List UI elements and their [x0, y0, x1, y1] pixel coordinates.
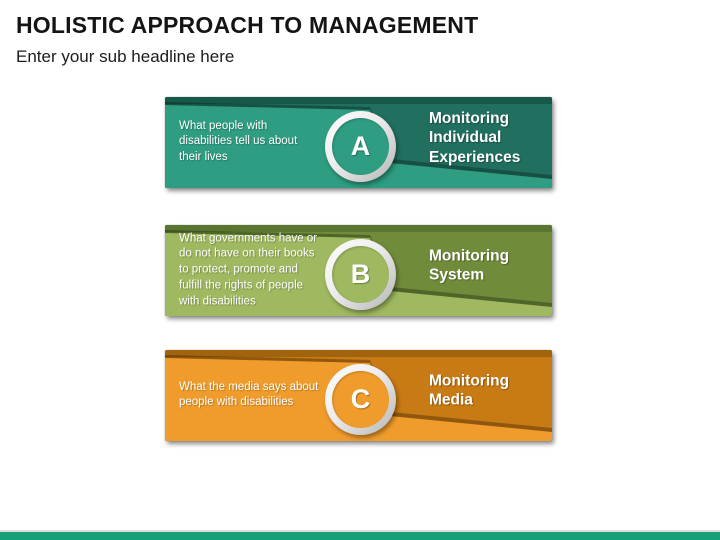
banner-heading: Monitoring System: [429, 247, 510, 284]
step-badge-inner: A: [332, 118, 389, 175]
step-letter: C: [350, 384, 371, 414]
banner-top-strip: [165, 97, 552, 104]
slide-title: HOLISTIC APPROACH TO MANAGEMENT: [16, 12, 479, 38]
banner-description: What the media says about people with di…: [179, 380, 319, 409]
banner-top-strip: [165, 350, 552, 357]
step-badge-inner: C: [332, 371, 389, 428]
banner-monitoring-individual-experiences: What people with disabilities tell us ab…: [165, 97, 552, 188]
banner-top-strip: [165, 225, 552, 232]
banner-monitoring-media: What the media says about people with di…: [165, 350, 552, 441]
step-letter: A: [350, 131, 371, 161]
footer-accent-bar: [0, 532, 720, 540]
banner-description: What governments have or do not have on …: [179, 231, 318, 308]
step-badge-c: C: [325, 364, 396, 435]
step-badge-a: A: [325, 111, 396, 182]
step-letter: B: [350, 259, 371, 289]
banner-description: What people with disabilities tell us ab…: [179, 119, 298, 164]
step-badge-inner: B: [332, 246, 389, 303]
banner-heading: Monitoring Individual Experiences: [429, 109, 521, 166]
step-badge-b: B: [325, 239, 396, 310]
slide-subtitle: Enter your sub headline here: [16, 47, 235, 66]
banner-heading: Monitoring Media: [429, 372, 510, 409]
banner-monitoring-system: What governments have or do not have on …: [165, 225, 552, 316]
